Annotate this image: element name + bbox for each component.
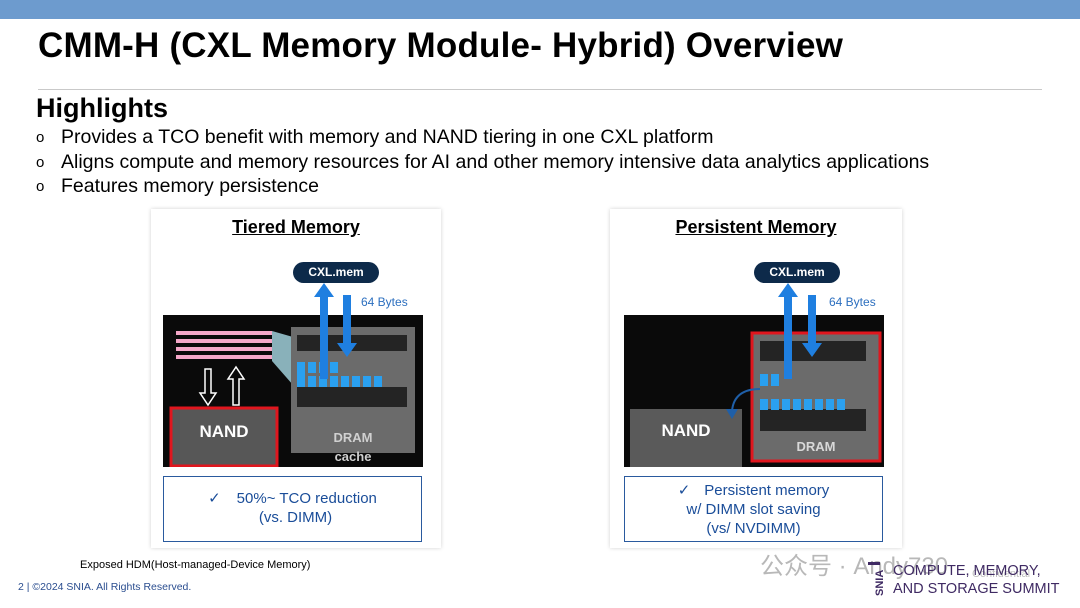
- highlights-heading: Highlights: [36, 93, 168, 123]
- bullet-marker: o: [36, 178, 45, 195]
- slide-title: CMM-H (CXL Memory Module- Hybrid) Overvi…: [38, 26, 844, 65]
- dram-cache-label: cache: [334, 449, 372, 464]
- down-arrow-icon: [337, 295, 357, 357]
- dram-label: DRAM: [333, 430, 373, 445]
- dram-label: DRAM: [796, 439, 836, 454]
- up-arrow-icon: [314, 283, 334, 379]
- persist-arrow-head-icon: [726, 409, 738, 419]
- bullet-marker: o: [36, 129, 45, 146]
- cache-blocks-row-2: [760, 399, 845, 410]
- dram-row: [297, 387, 407, 407]
- tiered-memory-diagram: [169, 283, 415, 467]
- bullet-marker: o: [36, 153, 45, 171]
- top-accent-bar: [0, 0, 1080, 19]
- bytes-label: 64 Bytes: [829, 295, 876, 309]
- nand-label: NAND: [199, 422, 249, 441]
- persistent-memory-title: Persistent Memory: [675, 217, 837, 237]
- cache-link-band: [272, 331, 293, 385]
- tiered-memory-title: Tiered Memory: [232, 217, 360, 237]
- tiered-result-box: ✓ 50%~ TCO reduction (vs. DIMM): [163, 476, 422, 542]
- persistent-memory-diagram: [630, 283, 882, 467]
- cache-blocks-row-1: [760, 374, 779, 386]
- check-icon: ✓: [677, 482, 691, 499]
- nand-block: [630, 409, 742, 467]
- up-hollow-arrow-icon: [226, 365, 246, 406]
- copyright-text: 2 | ©2024 SNIA. All Rights Reserved.: [18, 581, 192, 593]
- tco-reduction-text: 50%~ TCO reduction: [236, 490, 377, 507]
- nand-page-stripe: [176, 347, 272, 351]
- nand-page-stripe: [176, 331, 272, 335]
- nand-page-stripe: [176, 339, 272, 343]
- check-icon: ✓: [208, 490, 221, 507]
- title-divider: [38, 89, 1042, 90]
- down-hollow-arrow-icon: [198, 368, 218, 407]
- nand-page-stripe: [176, 355, 272, 359]
- bytes-label: 64 Bytes: [361, 295, 408, 309]
- watermark: 公众号 · Andy730: [760, 553, 949, 580]
- vs-nvdimm-text: (vs/ NVDIMM): [706, 520, 801, 537]
- summit-logo-text: COMPUTE, MEMORY, AND STORAGE SUMMIT: [893, 563, 1060, 597]
- snia-logo-icon: SNIA: [868, 562, 886, 596]
- persistent-memory-panel: Persistent Memory CXL.mem 64 Bytes NAND …: [610, 209, 902, 548]
- confidential-label: Confidential: [972, 568, 1031, 580]
- persistent-result-box: ✓ Persistent memory w/ DIMM slot saving (…: [624, 476, 883, 542]
- nand-block: [169, 406, 279, 467]
- dram-row: [760, 409, 866, 431]
- vs-dimm-text: (vs. DIMM): [258, 509, 333, 526]
- up-arrow-icon: [778, 283, 798, 379]
- dimm-slot-saving-text: w/ DIMM slot saving: [686, 501, 821, 518]
- tiered-memory-panel: Tiered Memory CXL.mem 64 Bytes: [151, 209, 441, 548]
- persistent-memory-text: Persistent memory: [704, 482, 830, 499]
- hdm-footnote: Exposed HDM(Host-managed-Device Memory): [80, 559, 311, 571]
- persist-curve-arrow-icon: [731, 388, 761, 412]
- down-arrow-icon: [802, 295, 822, 357]
- nand-label: NAND: [661, 421, 711, 440]
- cxl-mem-badge: CXL.mem: [754, 262, 840, 283]
- cxl-mem-badge: CXL.mem: [293, 262, 379, 283]
- cache-blocks-row-3: [297, 376, 382, 387]
- svg-text:SNIA: SNIA: [874, 570, 886, 596]
